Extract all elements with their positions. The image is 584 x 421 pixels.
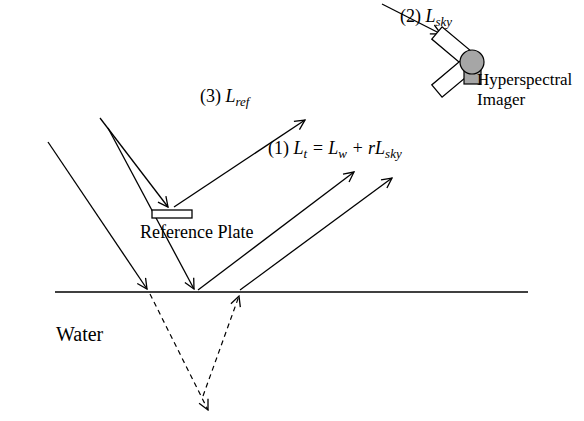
reference-plate [152,210,192,218]
part-label: Hyperspectral Imager [477,70,581,111]
imager-icon [432,27,484,97]
radiance-label: (3) Lref [200,86,249,108]
region-label: Water [56,322,103,346]
radiance-label: (2) Lsky [400,6,452,28]
reflected-ray [174,120,305,207]
water-surface [55,291,528,293]
sky-ray [382,4,441,34]
incident-ray [100,118,168,207]
water-leaving-ray [240,178,392,290]
incident-ray [48,142,147,289]
part-label: Reference Plate [140,222,253,244]
radiance-label: (1) Lt = Lw + rLsky [268,138,402,160]
upwelling-ray [203,296,239,396]
refracted-ray [150,294,208,410]
incident-ray [108,128,194,289]
